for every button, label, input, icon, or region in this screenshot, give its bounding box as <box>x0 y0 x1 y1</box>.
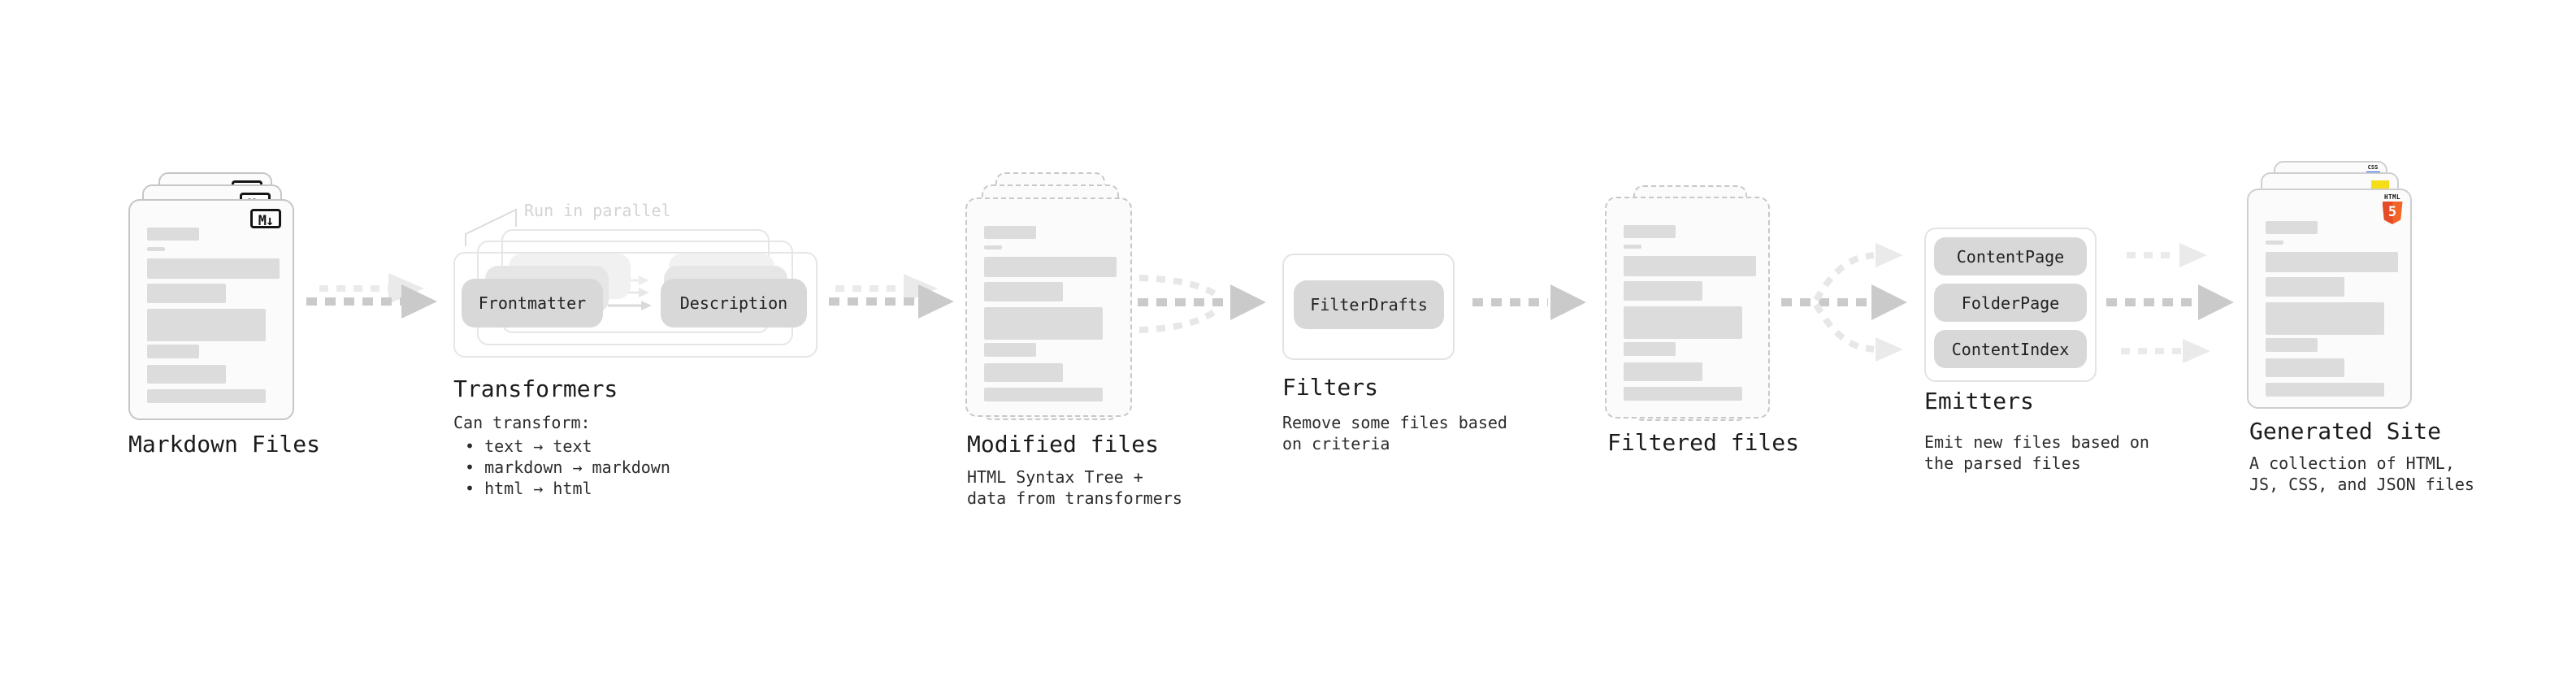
emitters-sublabel: Emit new files based on <box>1924 432 2149 452</box>
run-in-parallel-note: Run in parallel <box>524 201 671 220</box>
arrow-markdown-to-transformers <box>306 273 437 319</box>
filters-box <box>1282 254 1455 360</box>
transformer-pill-frontmatter: Frontmatter <box>462 279 603 327</box>
emitter-pill-contentpage: ContentPage <box>1934 237 2087 275</box>
javascript-icon <box>2371 180 2389 190</box>
generated-site-sublabel: A collection of HTML, <box>2249 453 2455 473</box>
transformer-box-front <box>453 252 817 358</box>
arrow-emitters-to-generated <box>2106 243 2234 363</box>
filters-label: Filters <box>1282 374 1379 401</box>
document-text-placeholder <box>1624 225 1756 401</box>
emitter-pill-folderpage: FolderPage <box>1934 284 2087 322</box>
run-in-parallel-callout-line <box>465 208 517 246</box>
modified-file-card-front <box>965 197 1132 417</box>
document-text-placeholder <box>984 226 1117 401</box>
document-text-placeholder <box>147 228 280 403</box>
transformers-bullet: • text → text <box>465 436 592 456</box>
arrow-filtered-to-emitters <box>1781 243 1907 362</box>
modified-files-sublabel: HTML Syntax Tree + <box>967 467 1143 487</box>
transformers-bullet: • html → html <box>465 479 592 498</box>
transformers-sublabel-intro: Can transform: <box>453 413 591 432</box>
filtered-files-label: Filtered files <box>1607 429 1800 456</box>
arrow-transformers-to-modified <box>829 274 954 319</box>
emitters-box <box>1924 228 2097 382</box>
arrow-filters-to-filtered <box>1472 284 1586 320</box>
filtered-file-card-front <box>1605 197 1770 419</box>
filters-sublabel: on criteria <box>1282 434 1390 453</box>
generated-site-label: Generated Site <box>2249 418 2442 445</box>
filter-pill-filterdrafts: FilterDrafts <box>1294 280 1444 329</box>
emitter-pill-contentindex: ContentIndex <box>1934 330 2087 368</box>
generated-site-sublabel: JS, CSS, and JSON files <box>2249 475 2474 494</box>
document-text-placeholder <box>2266 221 2398 397</box>
modified-files-sublabel: data from transformers <box>967 488 1182 508</box>
markdown-files-label: Markdown Files <box>128 431 321 458</box>
transformers-label: Transformers <box>453 375 618 402</box>
markdown-file-card-front: M↓ <box>128 199 294 420</box>
markdown-icon: M↓ <box>250 209 281 229</box>
arrow-modified-to-filters <box>1138 275 1266 333</box>
filters-sublabel: Remove some files based <box>1282 413 1507 432</box>
transformer-pill-description: Description <box>661 279 807 327</box>
emitters-label: Emitters <box>1924 388 2034 414</box>
generated-site-card-front: HTML 5 <box>2247 189 2412 409</box>
transformers-bullet: • markdown → markdown <box>465 458 670 477</box>
html5-icon: HTML 5 <box>2382 193 2403 224</box>
modified-files-label: Modified files <box>967 431 1160 458</box>
emitters-sublabel: the parsed files <box>1924 453 2081 473</box>
